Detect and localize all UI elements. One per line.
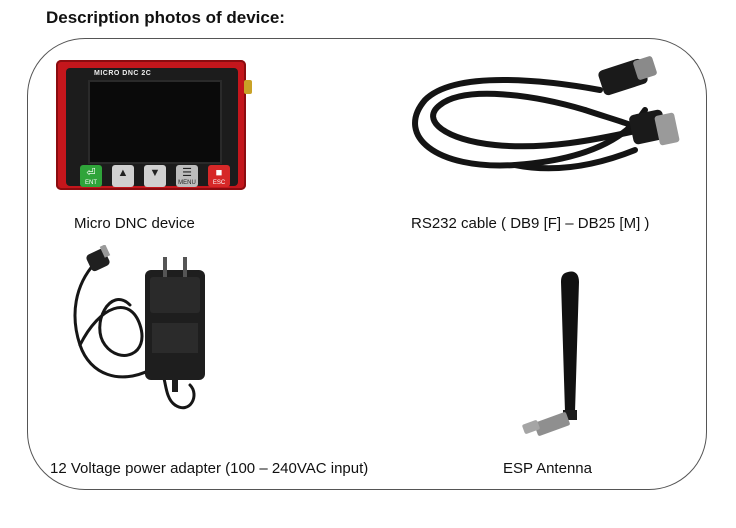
menu-key-label: MENU <box>178 180 196 186</box>
antenna-caption: ESP Antenna <box>503 460 592 477</box>
device-body: MICRO DNC 2C ⏎ ENT ▲ ▼ ☰ MENU ■ ESC <box>56 60 246 190</box>
enter-icon: ⏎ <box>86 167 96 179</box>
device-screen <box>88 80 222 164</box>
arrow-up-icon: ▲ <box>117 167 129 179</box>
esp-antenna-photo <box>522 271 579 436</box>
escape-icon: ■ <box>215 167 223 179</box>
arrow-down-icon: ▼ <box>149 167 161 179</box>
photos-frame <box>27 38 707 490</box>
menu-icon: ☰ <box>182 167 192 179</box>
device-face: MICRO DNC 2C ⏎ ENT ▲ ▼ ☰ MENU ■ ESC <box>66 68 238 187</box>
menu-key: ☰ MENU <box>176 165 198 187</box>
up-key: ▲ <box>112 165 134 187</box>
device-caption: Micro DNC device <box>74 215 195 232</box>
ent-key-label: ENT <box>85 180 97 186</box>
page-heading: Description photos of device: <box>46 8 285 27</box>
power-adapter-photo <box>73 245 205 409</box>
adapter-caption: 12 Voltage power adapter (100 – 240VAC i… <box>50 460 369 477</box>
device-antenna-connector <box>244 80 252 94</box>
device-title: MICRO DNC 2C <box>94 70 152 77</box>
down-key: ▼ <box>144 165 166 187</box>
ent-key: ⏎ ENT <box>80 165 102 187</box>
esc-key: ■ ESC <box>208 165 230 187</box>
esc-key-label: ESC <box>212 180 226 186</box>
cable-caption: RS232 cable ( DB9 [F] – DB25 [M] ) <box>411 215 650 232</box>
micro-dnc-device-photo: MICRO DNC 2C ⏎ ENT ▲ ▼ ☰ MENU ■ ESC <box>56 60 256 194</box>
rs232-cable-photo <box>412 56 680 172</box>
